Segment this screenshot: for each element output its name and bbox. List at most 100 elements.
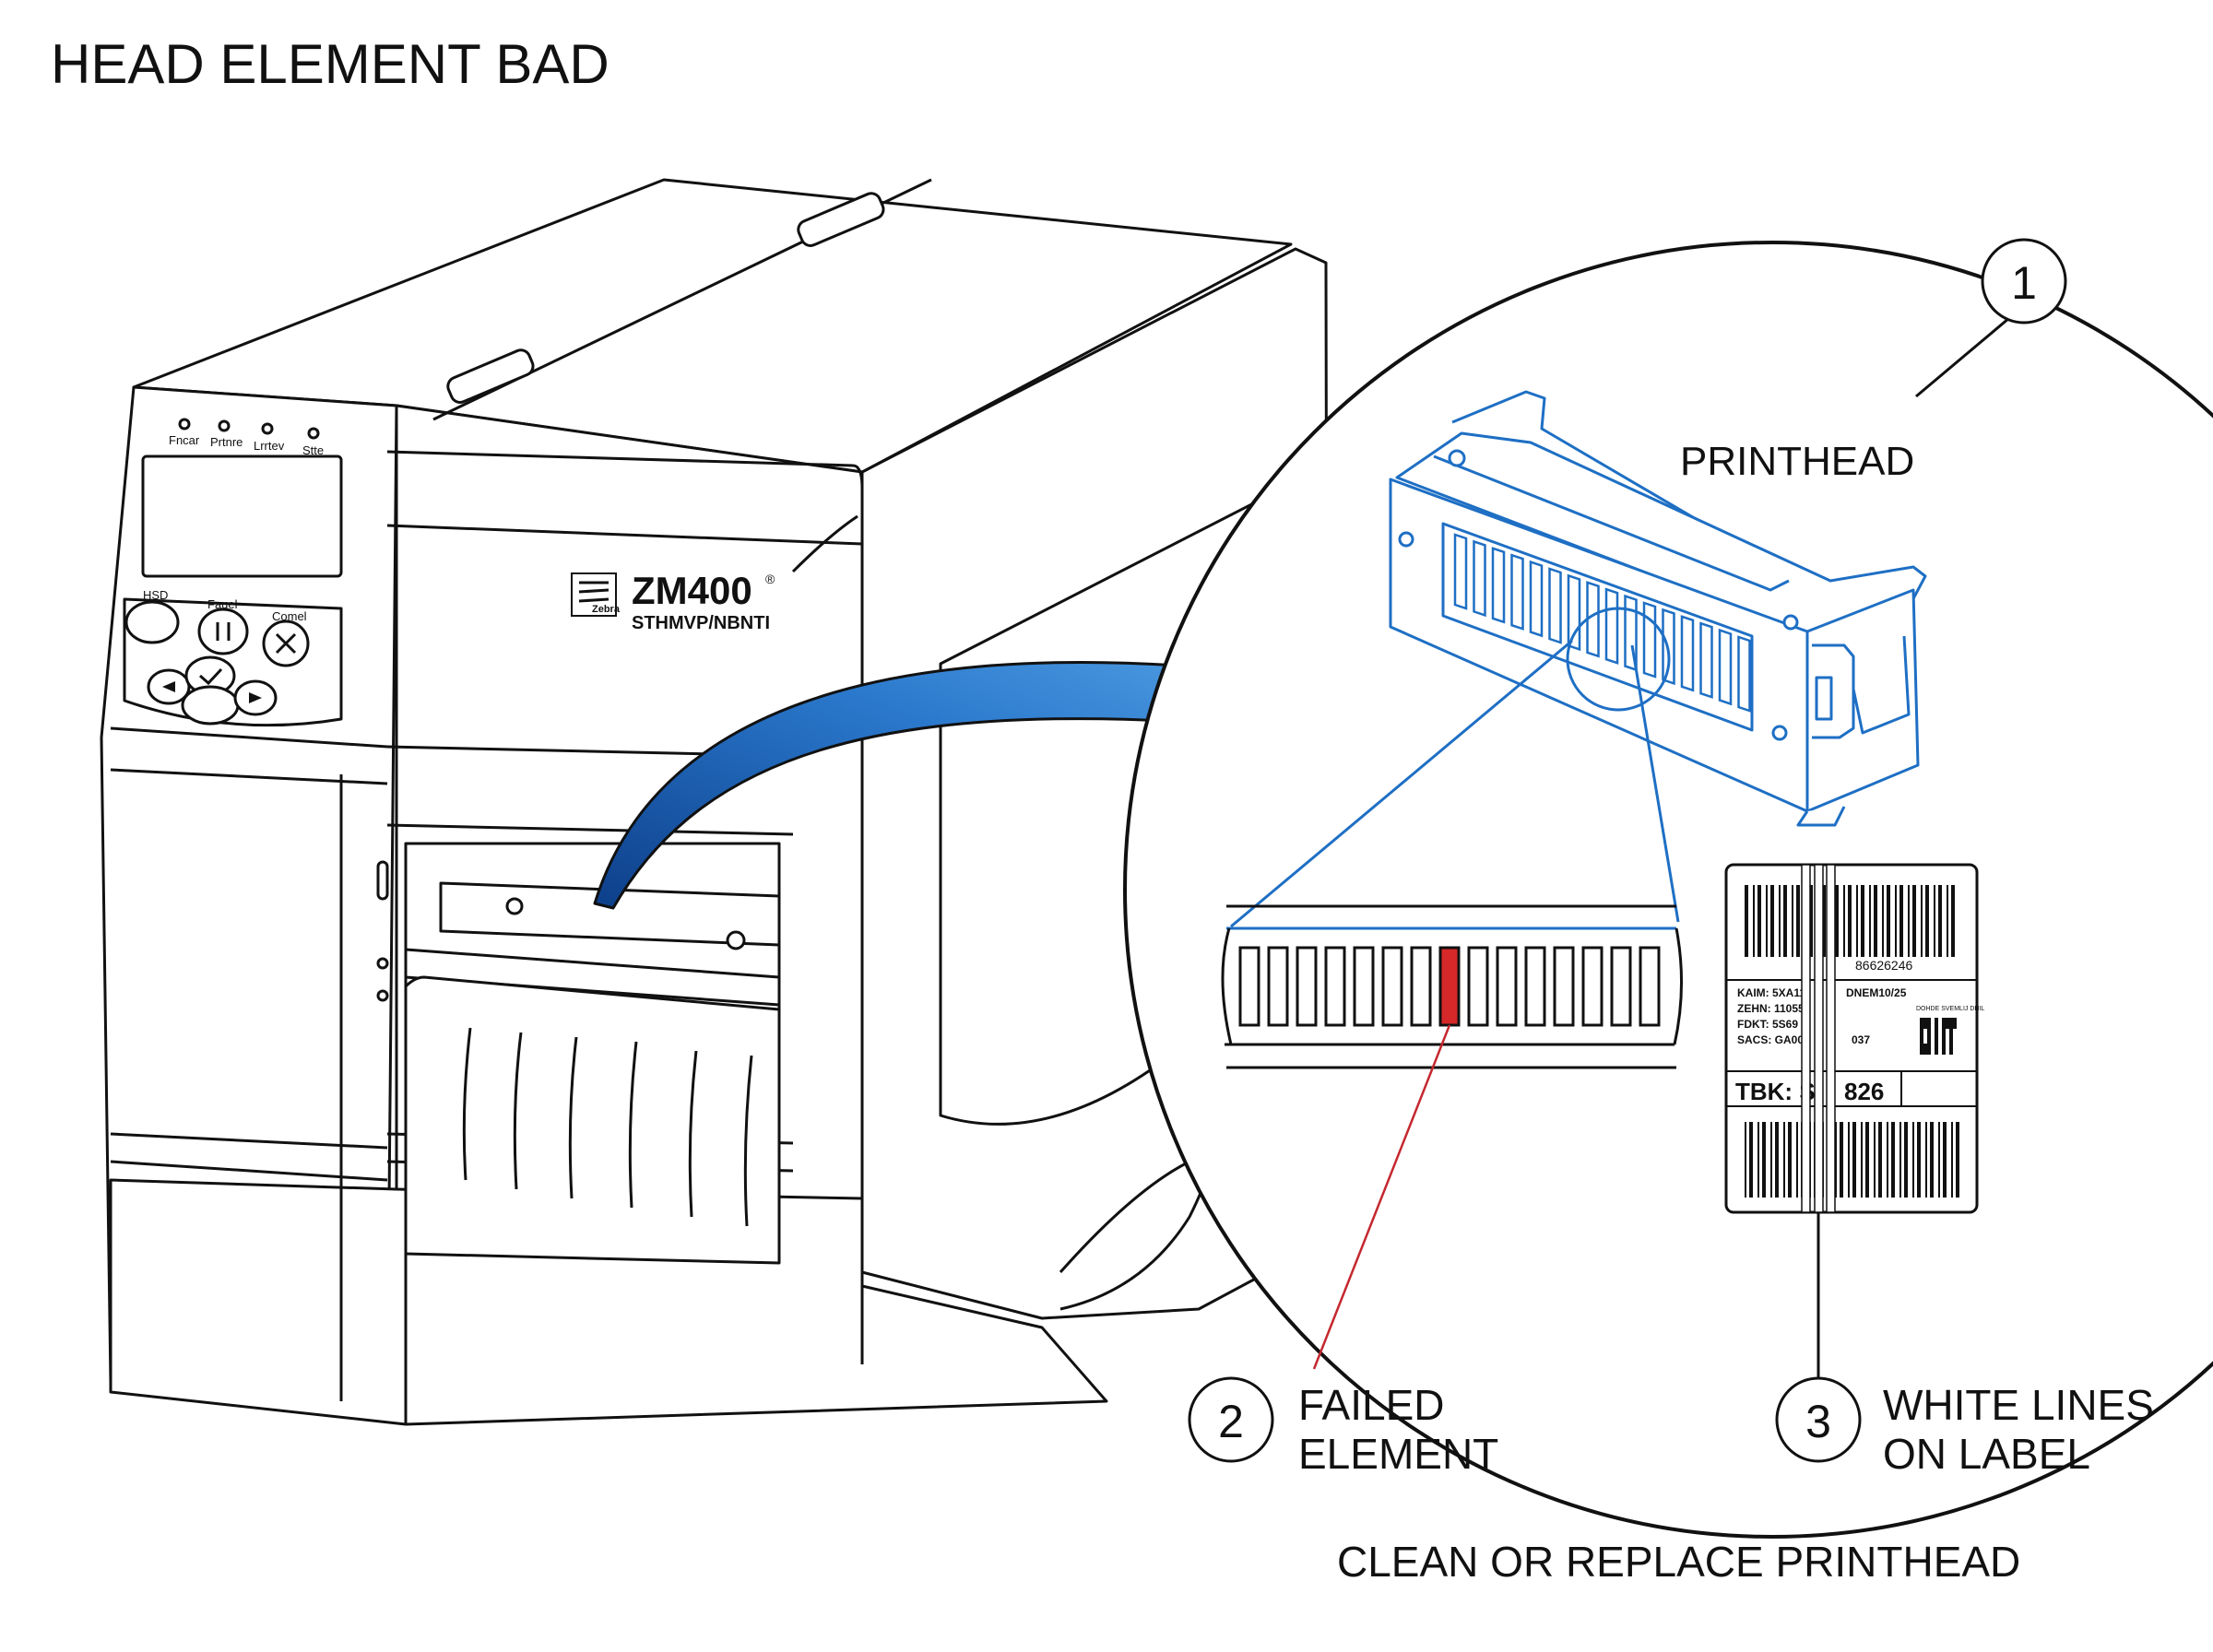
- barcode-bar: [1770, 885, 1774, 957]
- barcode-bar: [1835, 1122, 1837, 1198]
- printhead-slot: [1604, 587, 1619, 665]
- qr-module: [1923, 1021, 1927, 1025]
- callout-3-label-line-1: WHITE LINES: [1883, 1381, 2154, 1429]
- callout-3-number: 3: [1805, 1396, 1831, 1447]
- led-4: [307, 427, 320, 440]
- barcode-bar: [1856, 885, 1858, 957]
- qr-module: [1927, 1018, 1931, 1021]
- indicator-label-1: Fncar: [169, 433, 200, 447]
- led-2: [218, 419, 231, 432]
- hinge-right: [797, 192, 885, 247]
- callout-3-label-line-2: ON LABEL: [1883, 1430, 2090, 1478]
- barcode-bar: [1788, 1122, 1792, 1198]
- barcode-bar: [1852, 1122, 1856, 1198]
- heating-element: [1581, 946, 1604, 1027]
- label-info-line-1: KAIM: 5XA11: [1737, 986, 1805, 999]
- printhead-slot: [1680, 615, 1695, 692]
- barcode-bar: [1822, 885, 1826, 957]
- label-side-text: DOHDE SVEMLIJ DHIL: [1916, 1006, 1984, 1012]
- hsd-button-label: HSD: [143, 588, 168, 602]
- printhead-slot: [1586, 581, 1600, 658]
- barcode-bar: [1848, 1122, 1850, 1198]
- barcode-bar: [1878, 1122, 1882, 1198]
- qr-module: [1935, 1018, 1938, 1021]
- barcode-bar: [1796, 885, 1800, 957]
- barcode-bar: [1887, 1122, 1888, 1198]
- barcode-bar: [1843, 885, 1845, 957]
- barcode-bar: [1848, 885, 1852, 957]
- barcode-bar: [1869, 885, 1871, 957]
- page-title: HEAD ELEMENT BAD: [51, 33, 609, 95]
- label-info-tail-1: DNEM10/25: [1846, 986, 1907, 999]
- qr-module: [1935, 1044, 1938, 1047]
- qr-module: [1942, 1029, 1946, 1032]
- qr-module: [1927, 1051, 1931, 1055]
- barcode-bar: [1943, 1122, 1947, 1198]
- pause-icon: [216, 622, 231, 641]
- qr-module: [1949, 1047, 1953, 1051]
- model-name: ZM400: [632, 569, 752, 612]
- led-1: [178, 418, 191, 431]
- cancel-button-label: Comel: [272, 609, 307, 623]
- barcode-bar: [1809, 885, 1813, 957]
- qr-module: [1949, 1032, 1953, 1036]
- callout-1: 1: [1981, 238, 2067, 324]
- heating-element: [1324, 946, 1346, 1027]
- leader-line-1: [1915, 312, 2016, 398]
- qr-module: [1935, 1040, 1938, 1044]
- printhead-slot: [1473, 539, 1486, 618]
- barcode-bar: [1951, 1122, 1953, 1198]
- barcode-bar: [1775, 1122, 1779, 1198]
- printhead-slot: [1548, 567, 1562, 644]
- heating-element: [1610, 946, 1632, 1027]
- qr-module: [1920, 1025, 1923, 1029]
- media-door: [404, 975, 781, 1265]
- barcode-bar: [1951, 885, 1955, 957]
- barcode-bar: [1749, 1122, 1753, 1198]
- barcode-bar: [1835, 885, 1839, 957]
- barcode-bar: [1912, 1122, 1914, 1198]
- barcode-bar: [1745, 885, 1748, 957]
- failed-element: [1438, 946, 1461, 1027]
- qr-module: [1923, 1044, 1927, 1047]
- barcode-bar: [1783, 885, 1787, 957]
- qr-module: [1920, 1032, 1923, 1036]
- heating-element: [1238, 946, 1260, 1027]
- heating-element: [1410, 946, 1432, 1027]
- heating-element: [1267, 946, 1289, 1027]
- qr-module: [1935, 1051, 1938, 1055]
- barcode-bar: [1925, 885, 1929, 957]
- label-qr-code: [1920, 1018, 1957, 1055]
- heating-element: [1296, 946, 1318, 1027]
- qr-module: [1927, 1032, 1931, 1036]
- menu-button: [181, 685, 240, 726]
- heating-element: [1524, 946, 1546, 1027]
- element-strip: [1221, 904, 1683, 1069]
- qr-module: [1942, 1021, 1946, 1025]
- lcd-screen: [141, 454, 343, 578]
- keypad-panel: [123, 597, 343, 727]
- qr-module: [1949, 1029, 1953, 1032]
- heating-element: [1467, 946, 1489, 1027]
- qr-module: [1927, 1044, 1931, 1047]
- qr-module: [1949, 1036, 1953, 1040]
- led-3: [261, 422, 274, 435]
- qr-module: [1935, 1032, 1938, 1036]
- barcode-bar: [1796, 1122, 1798, 1198]
- printer-illustration: [100, 178, 1330, 1426]
- barcode-bar: [1874, 1122, 1876, 1198]
- qr-module: [1920, 1021, 1923, 1025]
- hsd-button: [124, 600, 180, 644]
- printhead-slot: [1567, 573, 1581, 652]
- pause-button: [197, 608, 249, 655]
- left-arrow-icon: [162, 681, 175, 692]
- brand-name: Zebra: [592, 604, 621, 615]
- qr-module: [1946, 1021, 1949, 1025]
- barcode-bar: [1917, 1122, 1921, 1198]
- heating-element: [1353, 946, 1375, 1027]
- barcode-bar: [1783, 1122, 1785, 1198]
- zoom-focus-ring: [1566, 607, 1671, 712]
- callout-2-number: 2: [1218, 1396, 1244, 1447]
- callout-1-number: 1: [2011, 257, 2037, 309]
- barcode-bar: [1874, 885, 1877, 957]
